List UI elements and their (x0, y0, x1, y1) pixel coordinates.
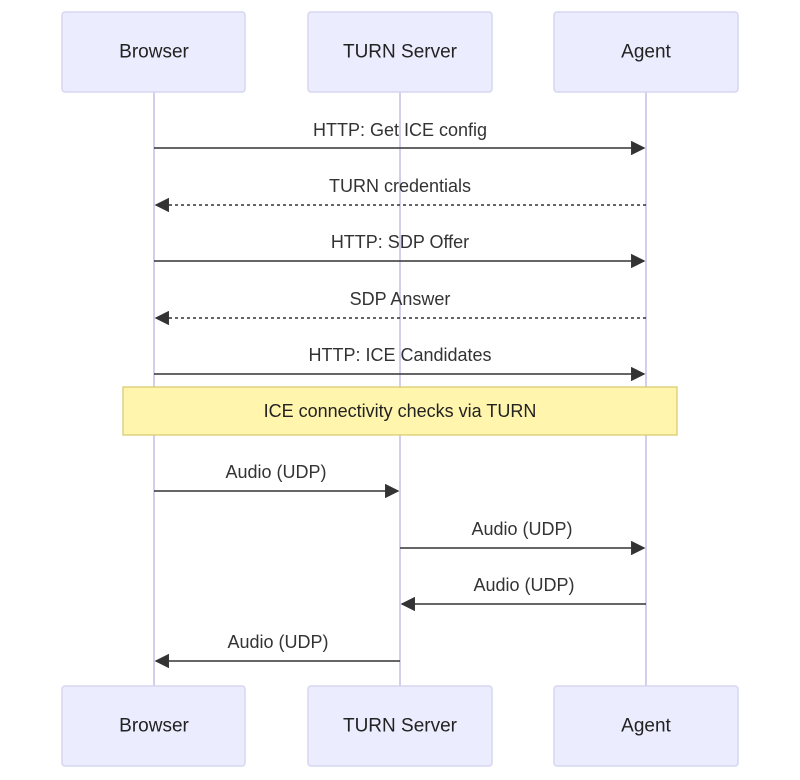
message-label: Audio (UDP) (471, 519, 572, 539)
message-audio-turn-to-browser: Audio (UDP) (154, 632, 400, 669)
message-audio-browser-to-turn: Audio (UDP) (154, 462, 400, 499)
message-sdp-answer: SDP Answer (154, 289, 646, 326)
actors-bottom: Browser TURN Server Agent (61, 685, 739, 767)
message-label: HTTP: ICE Candidates (308, 345, 491, 365)
message-turn-credentials: TURN credentials (154, 176, 646, 213)
note-box (122, 386, 678, 436)
message-label: Audio (UDP) (227, 632, 328, 652)
message-sdp-offer: HTTP: SDP Offer (154, 232, 646, 269)
actor-turn-server-bottom: TURN Server (307, 685, 493, 767)
note-ice-connectivity: ICE connectivity checks via TURN (122, 386, 678, 436)
message-label: TURN credentials (329, 176, 471, 196)
message-label: Audio (UDP) (225, 462, 326, 482)
actors-top: Browser TURN Server Agent (61, 11, 739, 93)
actor-label: Browser (119, 42, 189, 63)
actor-label: TURN Server (343, 716, 458, 737)
note-label: ICE connectivity checks via TURN (264, 401, 537, 421)
message-get-ice-config: HTTP: Get ICE config (154, 120, 646, 156)
message-audio-turn-to-agent: Audio (UDP) (400, 519, 646, 556)
actor-browser-top: Browser (61, 11, 246, 93)
actor-label: Browser (119, 716, 189, 737)
message-label: Audio (UDP) (473, 575, 574, 595)
message-audio-agent-to-turn: Audio (UDP) (400, 575, 646, 612)
actor-turn-server-top: TURN Server (307, 11, 493, 93)
actor-label: TURN Server (343, 42, 458, 63)
message-label: HTTP: Get ICE config (313, 120, 487, 140)
actor-label: Agent (621, 716, 671, 737)
messages: HTTP: Get ICE config TURN credentials HT… (122, 120, 678, 669)
message-label: SDP Answer (350, 289, 451, 309)
actor-label: Agent (621, 42, 671, 63)
message-ice-candidates: HTTP: ICE Candidates (154, 345, 646, 382)
actor-agent-top: Agent (553, 11, 739, 93)
message-label: HTTP: SDP Offer (331, 232, 469, 252)
actor-browser-bottom: Browser (61, 685, 246, 767)
actor-agent-bottom: Agent (553, 685, 739, 767)
